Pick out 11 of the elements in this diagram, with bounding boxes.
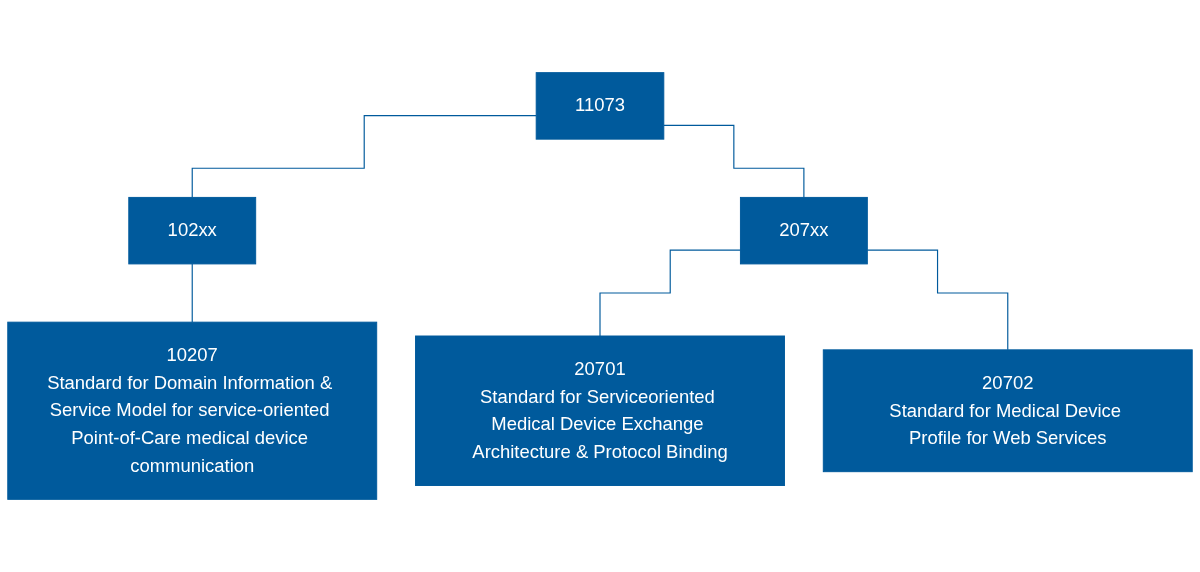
connector (599, 249, 741, 337)
connector (191, 263, 193, 323)
connector (866, 249, 1009, 351)
node-box: 207xx (739, 196, 868, 265)
node-box: 10207 Standard for Domain Information & Service Model for service-oriented Point-of-Care medical device communication (7, 321, 378, 500)
node-box: 20702 Standard for Medical Device Profile for Web Services (822, 349, 1193, 473)
node-box: 11073 (535, 72, 665, 140)
connector (663, 124, 805, 198)
node-box: 20701 Standard for Serviceoriented Medical Device Exchange Architecture & Protocol Binding (415, 335, 785, 486)
connector (191, 115, 537, 198)
node-box: 102xx (128, 196, 257, 265)
